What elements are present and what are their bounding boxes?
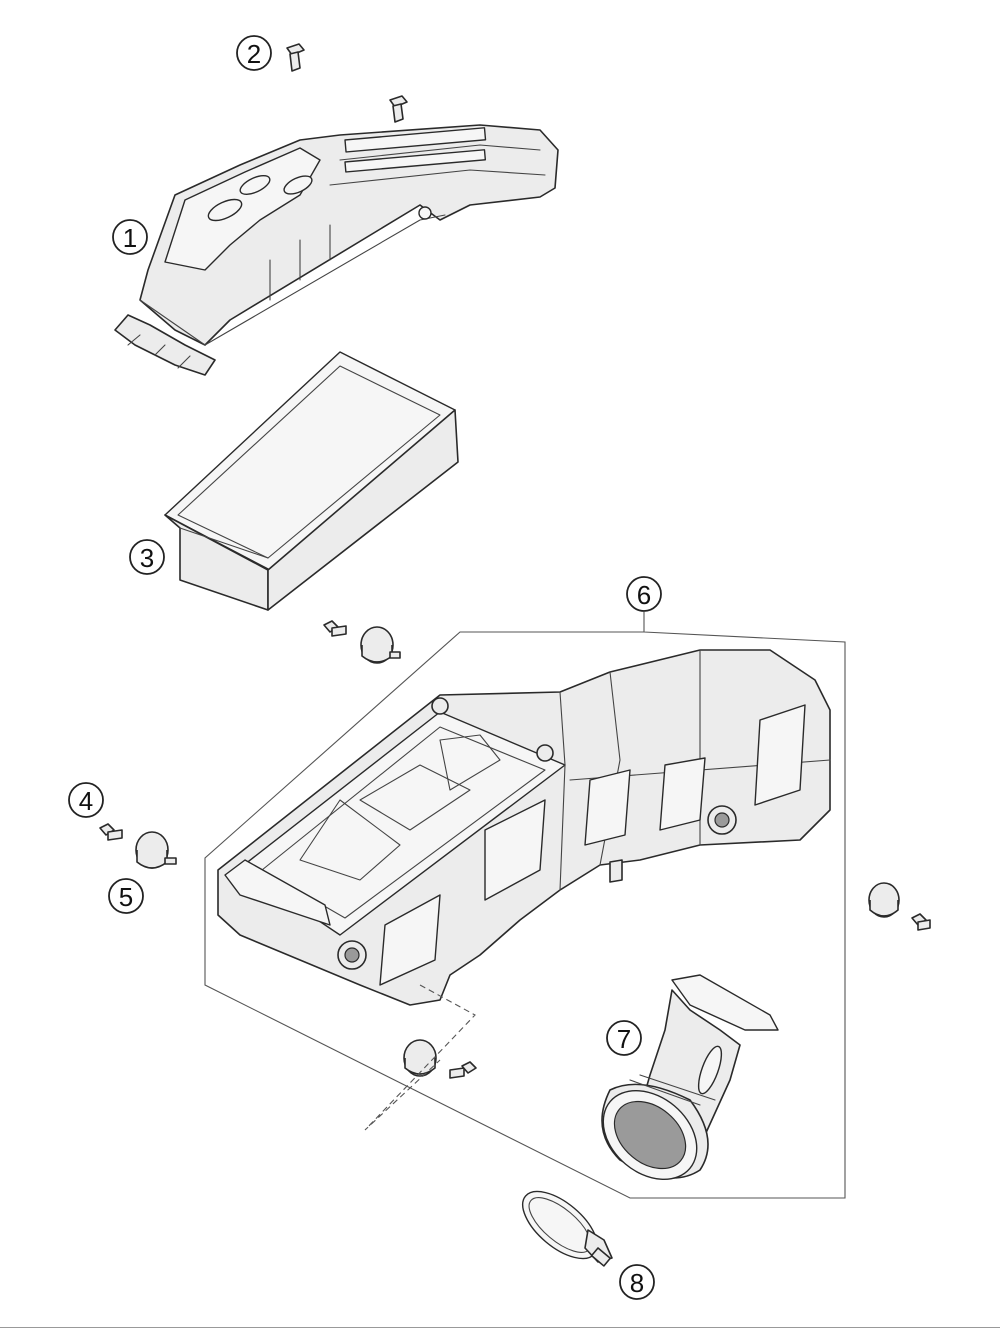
callout-7: 7 [606, 1020, 642, 1056]
callout-label-2: 2 [247, 39, 261, 69]
callout-1: 1 [112, 219, 148, 255]
callout-8: 8 [619, 1264, 655, 1300]
screw-part-4 [99, 823, 123, 841]
callout-label-7: 7 [617, 1024, 631, 1054]
callout-4: 4 [68, 782, 104, 818]
callout-2: 2 [236, 35, 272, 71]
bottom-divider [0, 1327, 1000, 1328]
screw-lower [449, 1061, 477, 1079]
screw-part-2b [389, 95, 408, 123]
dashed-leader-line [364, 984, 476, 1131]
callout-label-5: 5 [119, 882, 133, 912]
callout-3: 3 [129, 539, 165, 575]
rubber-bushing-right [868, 882, 900, 918]
screw-upper [323, 620, 347, 637]
callout-6: 6 [626, 576, 662, 612]
intake-boot-part-7 [601, 974, 779, 1181]
air-filter-part-3 [164, 351, 459, 611]
callout-label-3: 3 [140, 543, 154, 573]
filter-box-cover-part-1 [114, 124, 559, 376]
callout-label-6: 6 [637, 580, 651, 610]
callout-label-8: 8 [630, 1268, 644, 1298]
callout-5: 5 [108, 878, 144, 914]
callout-label-4: 4 [79, 786, 93, 816]
rubber-bushing-lower [403, 1039, 437, 1077]
hose-clamp-part-8 [522, 1190, 613, 1267]
rubber-bushing-upper [360, 626, 401, 664]
screw-part-2a [286, 43, 305, 72]
callout-label-1: 1 [123, 223, 137, 253]
assembly-frame-part-6 [204, 612, 846, 1199]
screw-right [911, 913, 931, 931]
filter-box-part-6 [217, 649, 831, 1006]
rubber-bushing-part-5 [135, 831, 177, 869]
